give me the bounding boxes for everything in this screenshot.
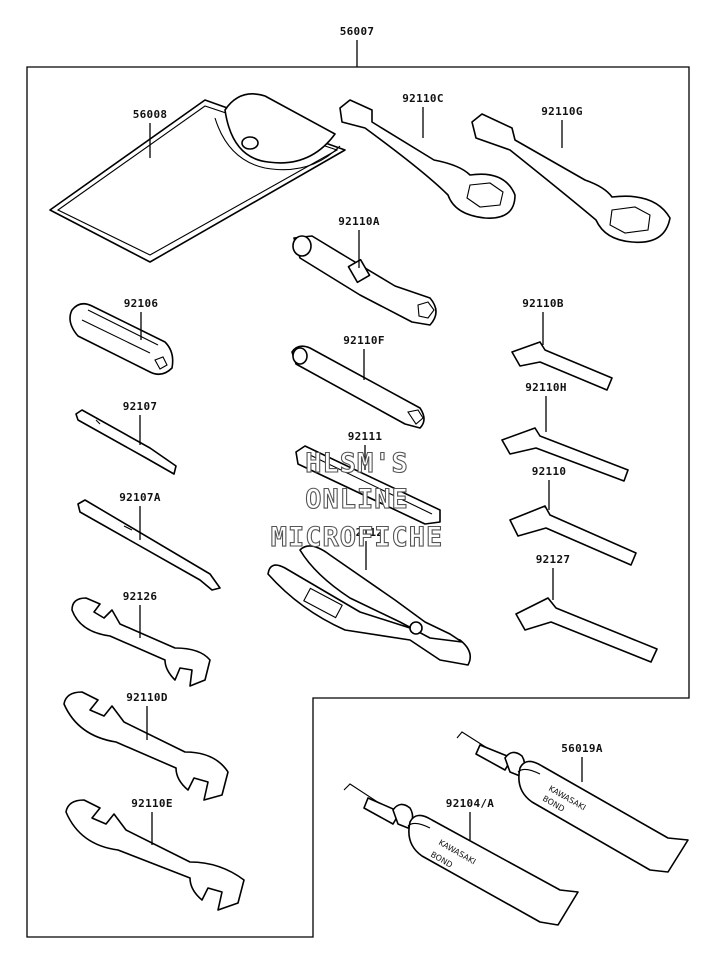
label-92110C: 92110C	[402, 92, 444, 105]
watermark-line-1: HLSM'S	[305, 448, 409, 479]
label-92112: 92112	[349, 526, 384, 539]
socket-tool-92110A	[292, 235, 437, 326]
watermark-line-3: MICROFICHE	[271, 522, 444, 553]
label-92111: 92111	[348, 430, 383, 443]
watermark: HLSM'S ONLINE MICROFICHE	[270, 447, 444, 553]
label-92110G: 92110G	[541, 105, 583, 118]
label-56019A: 56019A	[561, 742, 603, 755]
label-92126: 92126	[123, 590, 158, 603]
hex-key-92110H	[501, 427, 629, 482]
label-92107A: 92107A	[119, 491, 161, 504]
open-wrench-92110D	[63, 691, 229, 801]
screwdriver-bit-92107A	[77, 499, 221, 591]
screwdriver-bit-92107	[75, 409, 177, 475]
label-92110: 92110	[532, 465, 567, 478]
label-92107: 92107	[123, 400, 158, 413]
box-wrench-92110G	[471, 113, 671, 244]
tool-92111	[295, 445, 441, 525]
label-92106: 92106	[124, 297, 159, 310]
hex-key-92127	[515, 597, 658, 663]
label-92104A: 92104/A	[446, 797, 495, 810]
label-92110H: 92110H	[525, 381, 567, 394]
bond-tube-56019A: KAWASAKI BOND	[456, 731, 689, 873]
bond-tube-92104A: KAWASAKI BOND	[343, 783, 579, 926]
label-92110E: 92110E	[131, 797, 173, 810]
label-92110F: 92110F	[343, 334, 385, 347]
box-wrench-92110C	[339, 99, 516, 219]
label-56008: 56008	[133, 108, 168, 121]
label-92127: 92127	[536, 553, 571, 566]
pliers-92112	[267, 545, 471, 666]
label-92110B: 92110B	[522, 297, 564, 310]
open-wrench-92126	[71, 597, 211, 687]
kit-boundary	[26, 66, 690, 938]
label-56007: 56007	[340, 25, 375, 38]
open-wrench-92110E	[65, 799, 245, 911]
label-92110D: 92110D	[126, 691, 168, 704]
handle-92106	[69, 302, 174, 376]
tool-pouch	[49, 93, 346, 263]
watermark-line-2: ONLINE	[305, 484, 409, 515]
hex-key-92110	[509, 505, 637, 566]
box-spanner-92110F	[291, 345, 425, 429]
hex-key-92110B	[511, 341, 613, 391]
label-92110A: 92110A	[338, 215, 380, 228]
